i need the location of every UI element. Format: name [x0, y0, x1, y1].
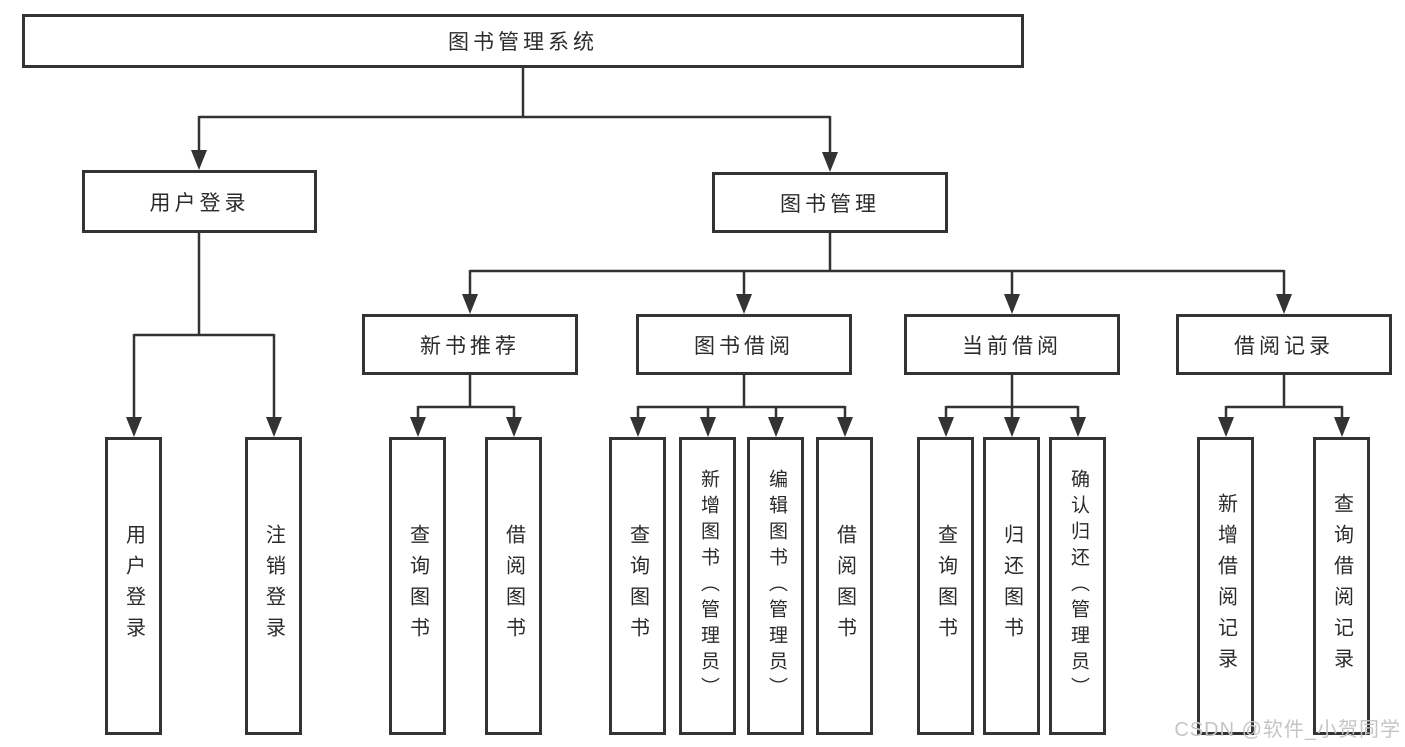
leaf-query-books-borrow: 查询图书: [609, 437, 666, 735]
leaf-label: 确认归还（管理员）: [1067, 469, 1089, 703]
leaf-query-books-current: 查询图书: [917, 437, 974, 735]
arrowhead-icon: [462, 294, 478, 314]
node-label: 用户登录: [149, 191, 250, 215]
connectors-new-book-recommendation: [410, 374, 522, 437]
leaf-user-login: 用户登录: [105, 437, 162, 735]
node-label: 图书管理: [780, 192, 880, 216]
leaf-label: 查询图书: [626, 524, 649, 648]
leaf-borrow-books-recommend: 借阅图书: [485, 437, 542, 735]
arrowhead-icon: [410, 417, 426, 437]
leaf-label: 归还图书: [1000, 524, 1023, 648]
leaf-add-borrow-record: 新增借阅记录: [1197, 437, 1254, 735]
arrowhead-icon: [1276, 294, 1292, 314]
arrowhead-icon: [126, 417, 142, 437]
node-label: 图书借阅: [694, 334, 794, 358]
arrowhead-icon: [506, 417, 522, 437]
node-label: 当前借阅: [962, 334, 1062, 358]
leaf-return-book: 归还图书: [983, 437, 1040, 735]
connectors-book-management: [462, 232, 1292, 314]
leaf-label: 编辑图书（管理员）: [765, 469, 787, 703]
leaf-edit-book-admin: 编辑图书（管理员）: [747, 437, 804, 735]
leaf-logout: 注销登录: [245, 437, 302, 735]
leaf-label: 借阅图书: [833, 524, 856, 648]
node-book-management: 图书管理: [712, 172, 948, 233]
arrowhead-icon: [837, 417, 853, 437]
connectors-book-borrowing: [630, 374, 853, 437]
arrowhead-icon: [822, 152, 838, 172]
node-new-book-recommendation: 新书推荐: [362, 314, 578, 375]
leaf-label: 注销登录: [262, 524, 285, 648]
connectors-root: [191, 68, 838, 172]
leaf-label: 新增图书（管理员）: [697, 469, 719, 703]
arrowhead-icon: [736, 294, 752, 314]
arrowhead-icon: [630, 417, 646, 437]
node-book-borrowing: 图书借阅: [636, 314, 852, 375]
leaf-query-borrow-record: 查询借阅记录: [1313, 437, 1370, 735]
leaf-label: 用户登录: [122, 524, 145, 648]
arrowhead-icon: [1004, 294, 1020, 314]
node-label: 图书管理系统: [448, 31, 598, 54]
connectors-current-borrowing: [938, 374, 1086, 437]
leaf-label: 新增借阅记录: [1214, 493, 1237, 679]
leaf-label: 查询图书: [406, 524, 429, 648]
leaf-borrow-books: 借阅图书: [816, 437, 873, 735]
node-user-login: 用户登录: [82, 170, 317, 233]
leaf-query-books-recommend: 查询图书: [389, 437, 446, 735]
arrowhead-icon: [768, 417, 784, 437]
node-current-borrowing: 当前借阅: [904, 314, 1120, 375]
arrowhead-icon: [1334, 417, 1350, 437]
connectors-borrow-records: [1218, 374, 1350, 437]
arrowhead-icon: [191, 150, 207, 170]
leaf-add-book-admin: 新增图书（管理员）: [679, 437, 736, 735]
leaf-label: 查询图书: [934, 524, 957, 648]
node-label: 新书推荐: [420, 334, 520, 358]
arrowhead-icon: [1004, 417, 1020, 437]
arrowhead-icon: [700, 417, 716, 437]
arrowhead-icon: [266, 417, 282, 437]
leaf-label: 查询借阅记录: [1330, 493, 1353, 679]
node-library-management-system: 图书管理系统: [22, 14, 1024, 68]
arrowhead-icon: [1070, 417, 1086, 437]
leaf-label: 借阅图书: [502, 524, 525, 648]
arrowhead-icon: [938, 417, 954, 437]
connectors-user-login: [126, 233, 282, 437]
leaf-confirm-return-admin: 确认归还（管理员）: [1049, 437, 1106, 735]
node-borrow-records: 借阅记录: [1176, 314, 1392, 375]
arrowhead-icon: [1218, 417, 1234, 437]
csdn-watermark: CSDN @软件_小贺同学: [1174, 719, 1401, 741]
node-label: 借阅记录: [1234, 334, 1334, 358]
